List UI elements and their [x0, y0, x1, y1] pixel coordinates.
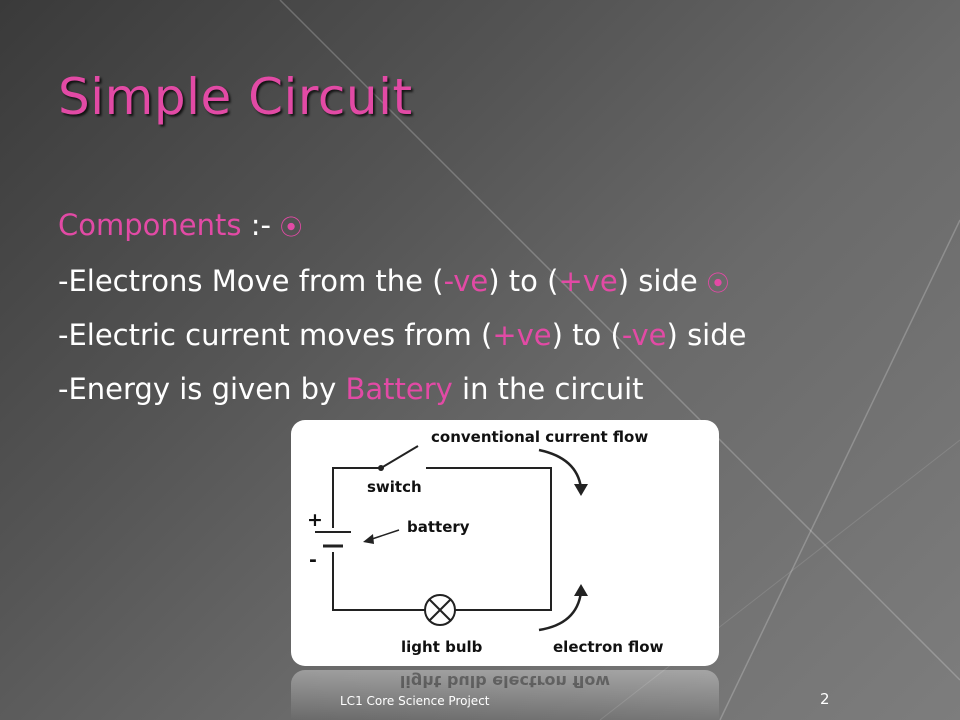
switch-lever [380, 445, 419, 469]
electrons-pos: +ve [558, 264, 618, 298]
reflection-text: light bulb electron flow [399, 672, 611, 691]
electrons-text-a: -Electrons Move from the ( [58, 264, 444, 298]
minus-label: - [309, 549, 317, 571]
current-text-a: -Electric current moves from ( [58, 318, 493, 352]
electrons-text-c: ) to ( [488, 264, 559, 298]
bullet-icon: ⦿ [280, 216, 303, 241]
current-line: -Electric current moves from (+ve) to (-… [58, 318, 746, 352]
circuit-diagram: conventional current flow switch + - bat… [291, 420, 719, 666]
energy-battery: Battery [345, 372, 453, 406]
energy-text-a: -Energy is given by [58, 372, 346, 406]
battery-label: battery [407, 518, 470, 536]
circuit-svg: conventional current flow switch + - bat… [307, 428, 664, 656]
electrons-text-e: ) side [617, 264, 707, 298]
electrons-neg: -ve [443, 264, 489, 298]
switch-label: switch [367, 478, 422, 496]
current-text-e: ) side [666, 318, 747, 352]
energy-text-c: in the circuit [452, 372, 644, 406]
electron-arrow [538, 591, 583, 632]
footer-text: LC1 Core Science Project [340, 694, 490, 708]
current-pos: +ve [492, 318, 552, 352]
components-label: Components [58, 208, 242, 242]
electrons-line: -Electrons Move from the (-ve) to (+ve) … [58, 264, 729, 298]
components-suffix: :- [241, 208, 281, 242]
current-neg: -ve [621, 318, 667, 352]
components-line: Components :- ⦿ [58, 208, 302, 242]
bullet-icon: ⦿ [706, 272, 729, 297]
conventional-arrow [538, 448, 583, 489]
diagram-reflection: light bulb electron flow [291, 670, 719, 720]
current-text-c: ) to ( [551, 318, 622, 352]
energy-line: -Energy is given by Battery in the circu… [58, 372, 644, 406]
page-number: 2 [820, 690, 830, 708]
conventional-label: conventional current flow [431, 428, 648, 446]
plus-label: + [307, 509, 323, 531]
light-bulb-label: light bulb [401, 638, 483, 656]
electron-flow-label: electron flow [553, 638, 664, 656]
slide-title: Simple Circuit [58, 68, 413, 126]
